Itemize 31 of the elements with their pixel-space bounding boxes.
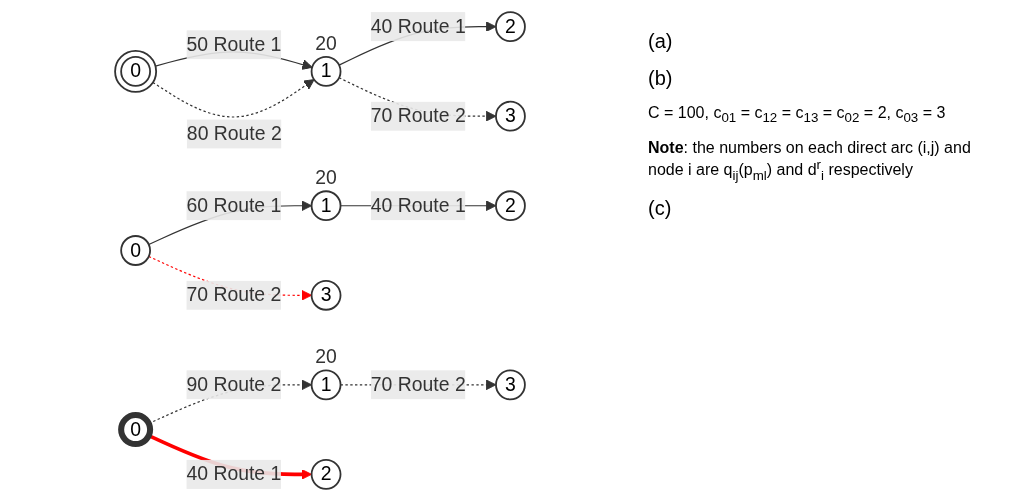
node-circle: 1 <box>310 56 342 87</box>
note-text: Note: the numbers on each direct arc (i,j) and node i are q$_{ij}$(p$_{ml}$) and d$^{r}$$_{i}$ respectively <box>648 139 972 183</box>
node-value-label: 20 <box>315 345 337 367</box>
panel-caption: (c) <box>648 196 673 220</box>
node-circle: 0 <box>120 235 151 266</box>
edge-label: 80 Route 2 <box>186 123 282 144</box>
node-circle: 1 <box>310 369 342 401</box>
node-circle: 2 <box>310 458 342 490</box>
node-circle: 1 <box>310 190 342 222</box>
node-circle: 2 <box>495 190 526 222</box>
node-circle: 3 <box>495 369 526 401</box>
edge-label: 70 Route 2 <box>186 284 282 305</box>
edge-label: 50 Route 1 <box>186 33 282 55</box>
node-circle: 2 <box>495 11 526 43</box>
edge-label: 70 Route 2 <box>370 105 466 126</box>
node-circle: 3 <box>310 279 342 311</box>
panel-caption: (b) <box>648 67 674 90</box>
arrow <box>152 79 315 118</box>
node-value-label: 20 <box>315 165 337 188</box>
node-value-label: 20 <box>315 31 337 54</box>
panel-caption: (a) <box>648 30 674 53</box>
edge-label: 70 Route 2 <box>370 373 466 395</box>
node-circle: 0 <box>118 412 154 448</box>
edge-label: 60 Route 1 <box>186 194 282 216</box>
edge-label: 90 Route 2 <box>186 373 282 395</box>
edge-label: 40 Route 1 <box>186 463 282 485</box>
node-circle: 3 <box>495 100 526 132</box>
edge-label: 40 Route 1 <box>370 194 466 216</box>
note-text: C = 100, c$_{01}$ = c$_{12}$ = c$_{13}$ = c$_{02}$ = 2, c$_{03}$ = 3 <box>648 104 947 126</box>
edge-label: 40 Route 1 <box>370 15 466 37</box>
node-circle: 0 <box>114 49 158 93</box>
